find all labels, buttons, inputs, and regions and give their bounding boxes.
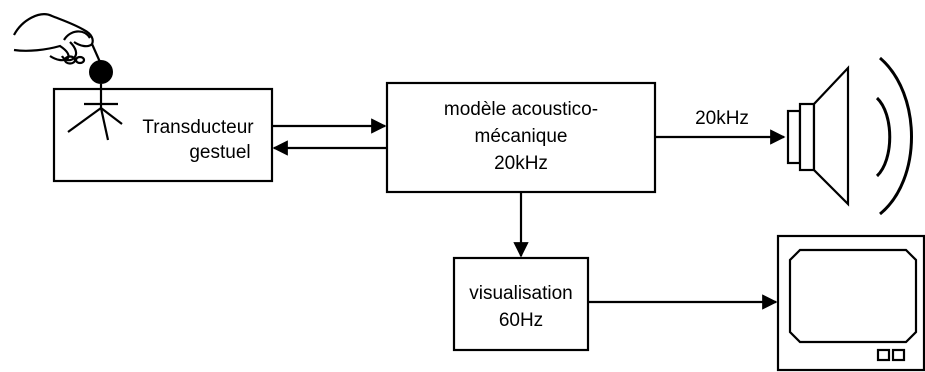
model-label-line3: 20kHz [494,153,548,174]
model-node: modèle acoustico- mécanique 20kHz [385,81,657,194]
model-label-line2: mécanique [475,126,568,147]
visualisation-node: visualisation 60Hz [452,256,590,352]
monitor-button-2 [891,348,906,362]
transducer-label-line1: Transducteur [142,117,254,138]
transducer-node: Transducteur gestuel [52,87,274,183]
visualisation-label-line1: visualisation [469,283,573,304]
monitor-icon [776,234,925,372]
transducer-label-line2: gestuel [189,142,250,163]
model-box [385,81,657,194]
transducer-box [52,87,274,183]
stick-figure-icon [67,60,123,141]
arrow-model-to-speaker-label: 20kHz [695,108,749,129]
model-label-line1: modèle acoustico- [444,99,598,120]
visualisation-box [452,256,590,352]
speaker-icon [786,56,913,216]
sound-wave-small [875,96,892,178]
visualisation-label-line2: 60Hz [499,310,543,331]
hand-icon [13,13,102,65]
monitor-button-1 [876,348,891,362]
sound-wave-large [879,56,913,216]
monitor-screen [788,248,918,344]
